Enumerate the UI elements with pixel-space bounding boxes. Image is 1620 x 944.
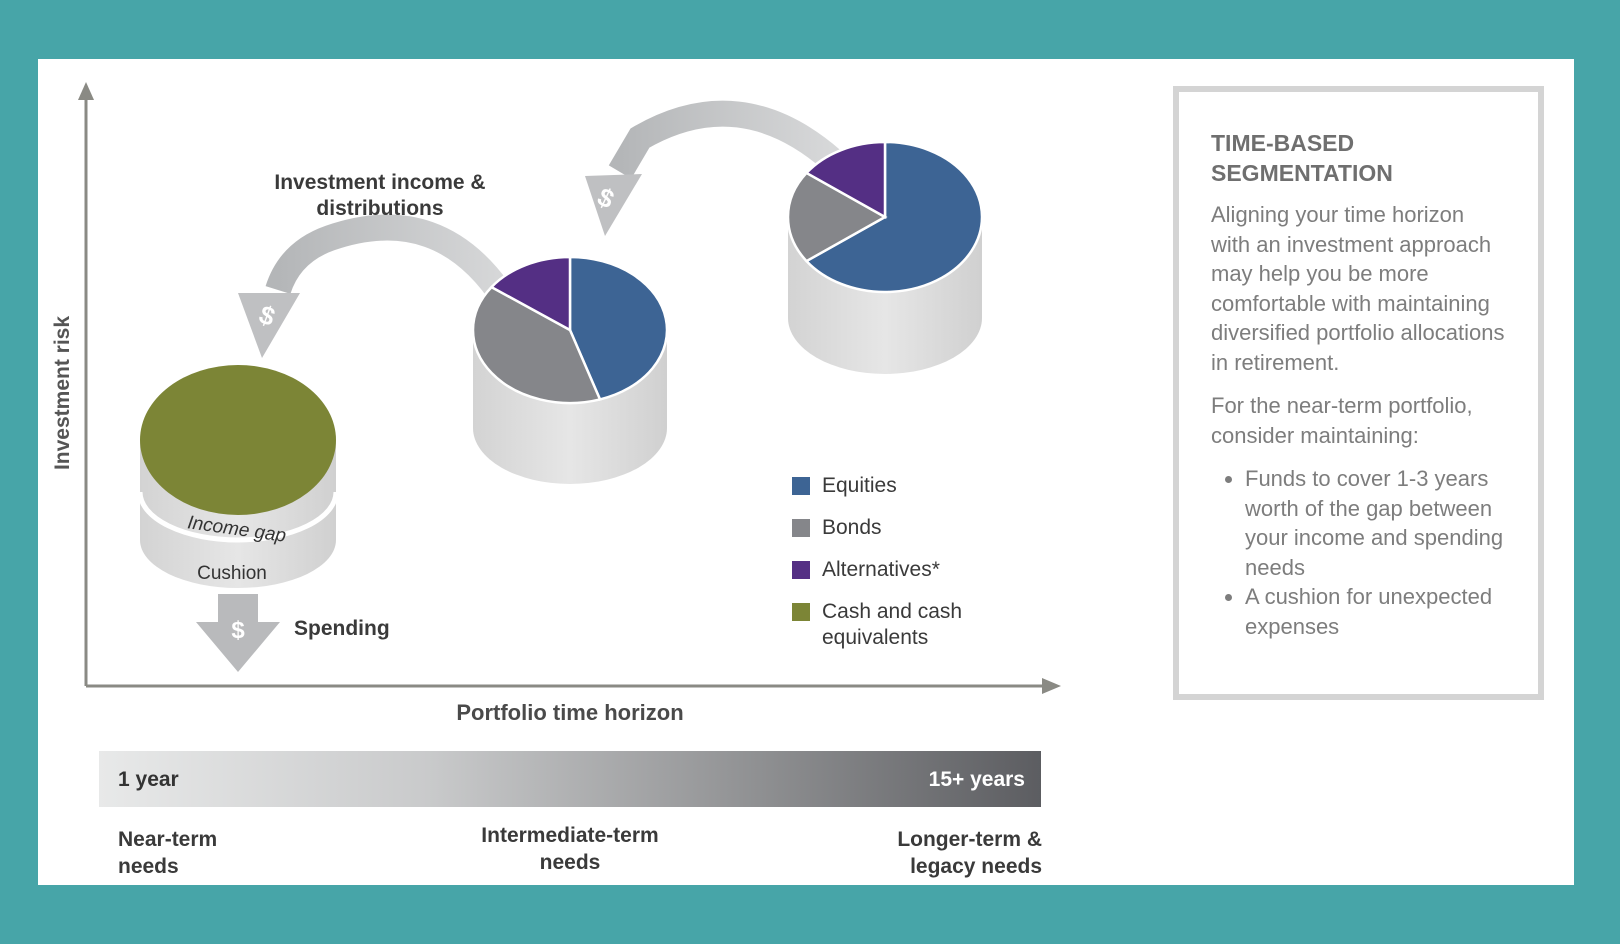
sidebar-title-line1: TIME-BASED bbox=[1211, 130, 1355, 156]
time-based-segmentation-sidebar: TIME-BASED SEGMENTATION Aligning your ti… bbox=[1173, 86, 1544, 700]
legend-swatch bbox=[792, 477, 810, 495]
legend-label: Equities bbox=[822, 474, 897, 497]
legend-label: Bonds bbox=[822, 516, 882, 539]
legend-item-cash: Cash and cash equivalents bbox=[792, 599, 962, 651]
flow-arrow-lower: $ bbox=[238, 214, 516, 358]
needs-line2: legacy needs bbox=[910, 855, 1042, 878]
time-horizon-bar bbox=[99, 751, 1041, 807]
needs-line1: Intermediate-term bbox=[481, 824, 659, 847]
longer-term-needs-label: Longer-term & legacy needs bbox=[840, 826, 1042, 880]
flow-label-line1: Investment income & bbox=[274, 171, 486, 194]
sidebar-paragraph: Aligning your time horizon with an inves… bbox=[1211, 202, 1505, 375]
spending-arrow: $ bbox=[196, 594, 280, 672]
equities-slice bbox=[804, 140, 984, 294]
timeline-end-label: 15+ years bbox=[928, 768, 1025, 791]
legend-swatch bbox=[792, 519, 810, 537]
alternatives-slice bbox=[804, 140, 887, 220]
axes bbox=[78, 82, 1061, 694]
sidebar-title: TIME-BASED SEGMENTATION bbox=[1211, 128, 1506, 188]
intermediate-term-cylinder bbox=[471, 255, 669, 484]
legend-item-alternatives: Alternatives* bbox=[792, 557, 940, 583]
flow-label: Investment income & distributions bbox=[255, 170, 505, 222]
needs-line2: needs bbox=[118, 855, 179, 878]
y-axis-arrowhead bbox=[78, 82, 94, 100]
legend-label: Cash and cash equivalents bbox=[822, 599, 962, 651]
needs-line1: Near-term bbox=[118, 828, 218, 851]
legend-item-equities: Equities bbox=[792, 473, 897, 499]
near-term-cylinder: Income gap Cushion bbox=[137, 365, 339, 588]
sidebar-paragraph: For the near-term portfolio, consider ma… bbox=[1211, 393, 1473, 448]
equities-slice bbox=[568, 255, 669, 401]
sidebar-bullet: A cushion for unexpected expenses bbox=[1245, 582, 1506, 641]
cash-slice bbox=[140, 365, 336, 515]
legend-swatch bbox=[792, 561, 810, 579]
flow-arrow-upper: $ bbox=[585, 100, 841, 236]
spending-label: Spending bbox=[294, 617, 390, 640]
longer-term-pie bbox=[786, 140, 984, 294]
intermediate-pie bbox=[471, 255, 669, 405]
longer-term-cylinder bbox=[786, 140, 984, 374]
legend-label: Alternatives* bbox=[822, 558, 940, 581]
needs-line1: Longer-term & bbox=[897, 828, 1042, 851]
legend-swatch bbox=[792, 603, 810, 621]
needs-line2: needs bbox=[539, 851, 601, 874]
y-axis-label: Investment risk bbox=[51, 316, 74, 470]
cushion-label: Cushion bbox=[197, 563, 267, 584]
legend-label-line2: equivalents bbox=[822, 626, 929, 649]
flow-label-line2: distributions bbox=[316, 197, 444, 220]
sidebar-bullet: Funds to cover 1-3 years worth of the ga… bbox=[1245, 464, 1506, 582]
alternatives-slice bbox=[489, 255, 572, 333]
intermediate-term-needs-label: Intermediate-term needs bbox=[450, 822, 690, 876]
x-axis-arrowhead bbox=[1042, 678, 1061, 694]
dollar-icon: $ bbox=[231, 617, 245, 644]
x-axis-label: Portfolio time horizon bbox=[456, 700, 684, 725]
sidebar-bullet-list: Funds to cover 1-3 years worth of the ga… bbox=[1211, 464, 1506, 641]
timeline-start-label: 1 year bbox=[118, 768, 179, 791]
legend-label-line1: Cash and cash bbox=[822, 600, 963, 623]
sidebar-title-line2: SEGMENTATION bbox=[1211, 160, 1393, 186]
legend-item-bonds: Bonds bbox=[792, 515, 882, 541]
bonds-slice bbox=[471, 285, 602, 405]
bonds-slice bbox=[786, 171, 888, 263]
near-term-needs-label: Near-term needs bbox=[118, 826, 217, 880]
